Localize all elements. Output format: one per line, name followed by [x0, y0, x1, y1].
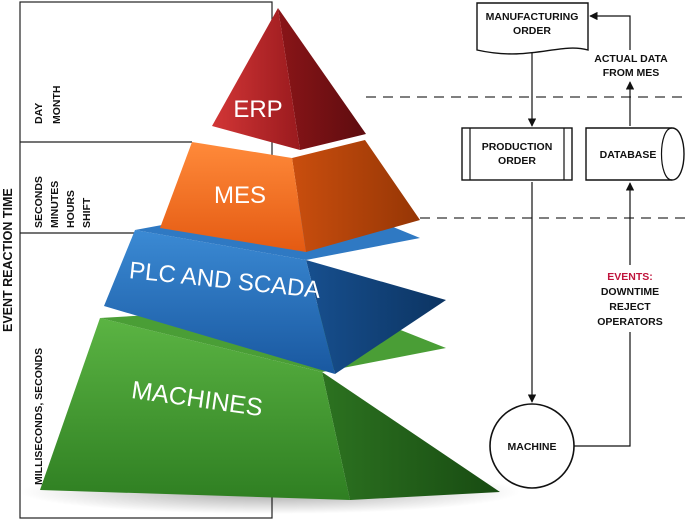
events-item-operators: OPERATORS [597, 316, 663, 328]
machines-side-face [322, 372, 500, 500]
erp-label: ERP [233, 96, 282, 123]
database-cylinder-end [661, 127, 673, 181]
erp-side-face [278, 8, 366, 150]
database-cylinder [585, 127, 685, 181]
band-2-line-2: MINUTES [49, 181, 61, 228]
arrow-machine-to-events [574, 332, 631, 447]
machines-front-face [40, 318, 350, 500]
axis-label: EVENT REACTION TIME [1, 188, 15, 332]
events-item-reject: REJECT [609, 301, 651, 313]
plc-side-face [306, 260, 446, 374]
flow-chart: MANUFACTURING ORDER ACTUAL DATA FROM MES… [461, 2, 685, 489]
pyramid-level-mes [160, 140, 420, 252]
production-order-line-1: PRODUCTION [482, 141, 553, 153]
manufacturing-order-line-2: ORDER [513, 25, 551, 37]
events-title: EVENTS: [607, 271, 653, 283]
production-order-line-2: ORDER [498, 155, 536, 167]
manufacturing-order-document [476, 2, 589, 55]
band-2-line-1: SECONDS [33, 176, 45, 228]
mes-label: MES [214, 182, 266, 209]
mes-side-face [292, 140, 420, 252]
mes-front-face [160, 142, 306, 252]
events-item-downtime: DOWNTIME [601, 286, 659, 298]
band-3-line-1: MILLISECONDS, SECONDS [33, 348, 45, 485]
pyramid: ERP MES PLC AND SCADA MACHINES [20, 8, 520, 514]
database-label: DATABASE [600, 149, 657, 161]
actual-data-line-1: ACTUAL DATA [594, 53, 668, 65]
reaction-time-scale: EVENT REACTION TIME DAY MONTH SECONDS MI… [1, 1, 273, 519]
arrow-actual-data-to-order [589, 11, 631, 50]
pyramid-level-erp [212, 8, 366, 150]
band-1-line-1: DAY [33, 103, 45, 124]
manufacturing-order-line-1: MANUFACTURING [486, 11, 579, 23]
plc-front-face [104, 230, 335, 374]
actual-data-line-2: FROM MES [603, 67, 660, 79]
band-2-line-4: SHIFT [81, 197, 93, 228]
erp-front-face [212, 8, 300, 150]
band-1-line-2: MONTH [51, 86, 63, 125]
production-order-box [461, 127, 573, 181]
machine-label: MACHINE [508, 441, 557, 453]
band-2-line-3: HOURS [65, 190, 77, 228]
